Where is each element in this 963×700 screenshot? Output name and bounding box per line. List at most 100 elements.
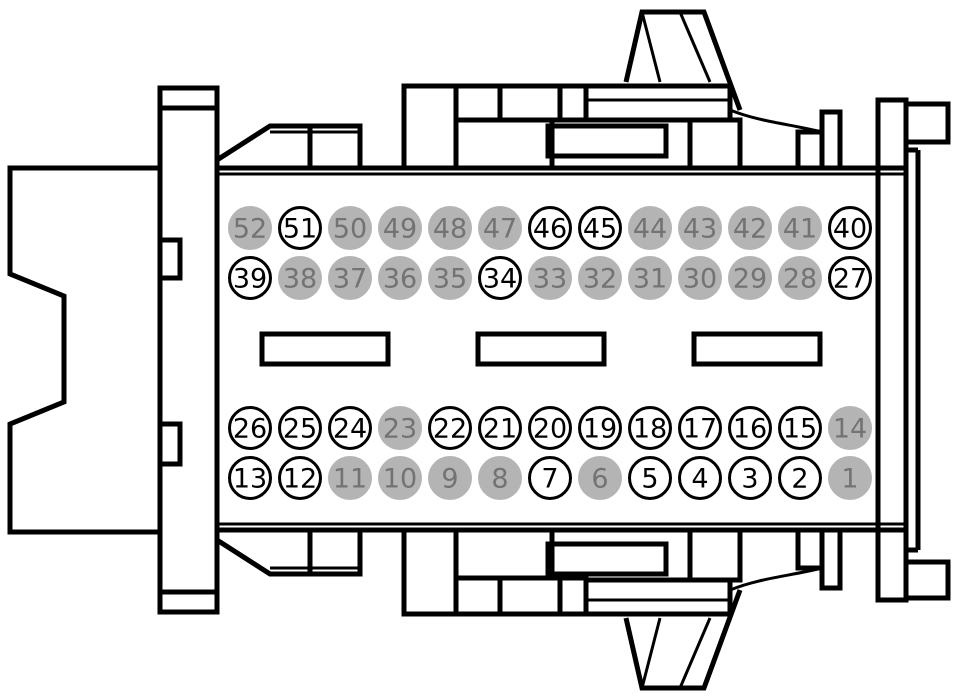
pin-label: 35: [433, 264, 467, 295]
pin-empty-circle: [528, 256, 572, 300]
pin-29: 29: [728, 256, 772, 300]
pin-label: 52: [233, 214, 267, 245]
pin-1: 1: [828, 456, 872, 500]
pin-label: 28: [783, 264, 817, 295]
connector-key-slots: [259, 331, 823, 367]
pin-27: 27: [828, 256, 872, 300]
pin-label: 26: [233, 414, 267, 445]
pin-label: 8: [491, 464, 508, 495]
pin-30: 30: [678, 256, 722, 300]
pin-label: 5: [641, 464, 658, 495]
pin-38: 38: [278, 256, 322, 300]
pin-12: 12: [278, 456, 322, 500]
pin-populated-circle: [478, 256, 522, 300]
pin-empty-circle: [478, 456, 522, 500]
pin-label: 9: [441, 464, 458, 495]
pin-33: 33: [528, 256, 572, 300]
pin-42: 42: [728, 206, 772, 250]
pin-47: 47: [478, 206, 522, 250]
connector-top-features: [215, 9, 843, 171]
pin-populated-circle: [778, 456, 822, 500]
pin-label: 38: [283, 264, 317, 295]
pin-label: 11: [333, 464, 367, 495]
pin-label: 51: [283, 214, 317, 245]
pin-32: 32: [578, 256, 622, 300]
pin-label: 12: [283, 464, 317, 495]
pin-label: 6: [591, 464, 608, 495]
pin-label: 47: [483, 214, 517, 245]
pin-empty-circle: [828, 456, 872, 500]
pin-populated-circle: [678, 456, 722, 500]
pin-label: 13: [233, 464, 267, 495]
pin-48: 48: [428, 206, 472, 250]
pin-empty-circle: [328, 206, 372, 250]
pin-37: 37: [328, 256, 372, 300]
pin-empty-circle: [778, 206, 822, 250]
connector-left-latch: [7, 165, 160, 535]
pin-empty-circle: [228, 206, 272, 250]
pin-populated-circle: [678, 406, 722, 450]
pin-populated-circle: [578, 206, 622, 250]
pin-populated-circle: [528, 206, 572, 250]
pin-3: 3: [728, 456, 772, 500]
pin-label: 17: [683, 414, 717, 445]
pin-16: 16: [728, 406, 772, 450]
pin-50: 50: [328, 206, 372, 250]
pin-empty-circle: [428, 256, 472, 300]
pin-28: 28: [778, 256, 822, 300]
pin-empty-circle: [678, 206, 722, 250]
pin-empty-circle: [828, 406, 872, 450]
pin-26: 26: [228, 406, 272, 450]
pin-label: 10: [383, 464, 417, 495]
pin-populated-circle: [428, 406, 472, 450]
pin-39: 39: [228, 256, 272, 300]
pin-19: 19: [578, 406, 622, 450]
pin-14: 14: [828, 406, 872, 450]
pin-populated-circle: [478, 406, 522, 450]
pin-empty-circle: [278, 256, 322, 300]
pin-36: 36: [378, 256, 422, 300]
pin-populated-circle: [528, 406, 572, 450]
pin-52: 52: [228, 206, 272, 250]
pin-13: 13: [228, 456, 272, 500]
pin-41: 41: [778, 206, 822, 250]
pin-label: 37: [333, 264, 367, 295]
pin-8: 8: [478, 456, 522, 500]
pin-empty-circle: [578, 256, 622, 300]
pin-label: 30: [683, 264, 717, 295]
pin-43: 43: [678, 206, 722, 250]
pin-10: 10: [378, 456, 422, 500]
pin-49: 49: [378, 206, 422, 250]
pin-label: 34: [483, 264, 517, 295]
connector-left-flange: [157, 85, 220, 615]
pin-label: 1: [841, 464, 858, 495]
pin-populated-circle: [728, 406, 772, 450]
pin-empty-circle: [428, 456, 472, 500]
pin-empty-circle: [428, 206, 472, 250]
pin-populated-circle: [728, 456, 772, 500]
pin-empty-circle: [628, 256, 672, 300]
pin-populated-circle: [578, 406, 622, 450]
pin-label: 3: [741, 464, 758, 495]
pin-label: 44: [633, 214, 667, 245]
key-slot: [691, 331, 823, 367]
pin-empty-circle: [378, 206, 422, 250]
pin-31: 31: [628, 256, 672, 300]
pin-45: 45: [578, 206, 622, 250]
pin-empty-circle: [328, 256, 372, 300]
pin-7: 7: [528, 456, 572, 500]
pin-label: 33: [533, 264, 567, 295]
pin-populated-circle: [278, 206, 322, 250]
pin-label: 24: [333, 414, 367, 445]
pin-label: 27: [833, 264, 867, 295]
pin-21: 21: [478, 406, 522, 450]
pin-44: 44: [628, 206, 672, 250]
pin-populated-circle: [228, 406, 272, 450]
pin-label: 20: [533, 414, 567, 445]
pin-label: 21: [483, 414, 517, 445]
pin-populated-circle: [528, 456, 572, 500]
pin-label: 29: [733, 264, 767, 295]
pin-empty-circle: [478, 206, 522, 250]
pin-label: 39: [233, 264, 267, 295]
